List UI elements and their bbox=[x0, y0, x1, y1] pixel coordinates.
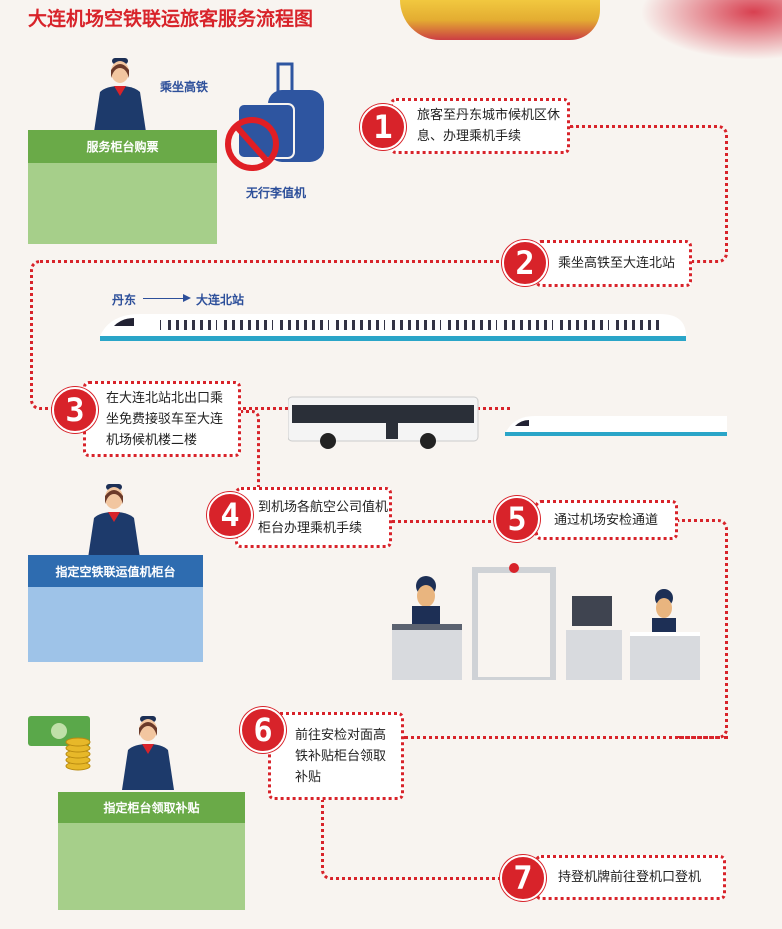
arrow-icon bbox=[143, 298, 185, 299]
high-speed-train bbox=[100, 314, 686, 341]
page-title: 大连机场空铁联运旅客服务流程图 bbox=[28, 8, 314, 30]
step-7-box: 持登机牌前往登机口登机 bbox=[535, 855, 726, 900]
checkin-counter-label: 指定空铁联运值机柜台 bbox=[28, 555, 203, 587]
connector bbox=[392, 520, 497, 523]
attendant-illustration bbox=[122, 716, 174, 790]
shuttle-bus bbox=[288, 396, 479, 449]
step-2-text: 乘坐高铁至大连北站 bbox=[558, 256, 676, 271]
step-3-text: 在大连北站北出口乘坐免费接驳车至大连机场候机楼二楼 bbox=[106, 390, 224, 448]
step-4-text: 到机场各航空公司值机柜台办理乘机手续 bbox=[258, 499, 389, 536]
step-3-box: 在大连北站北出口乘坐免费接驳车至大连机场候机楼二楼 bbox=[83, 381, 241, 457]
connector bbox=[240, 410, 260, 490]
cash-coins-icon bbox=[28, 716, 91, 771]
security-checkpoint-illustration bbox=[392, 563, 700, 680]
small-train bbox=[505, 416, 727, 436]
attendant-illustration bbox=[94, 58, 146, 132]
step-6-text: 前往安检对面高铁补贴柜台领取补贴 bbox=[295, 727, 387, 785]
connector bbox=[404, 736, 728, 739]
route-from: 丹东 bbox=[112, 293, 137, 307]
arrow-icon bbox=[183, 294, 191, 302]
decorative-brush bbox=[640, 0, 782, 60]
step-4-badge: 4 bbox=[207, 492, 253, 538]
connector bbox=[30, 260, 510, 410]
no-luggage-icon bbox=[225, 62, 324, 171]
attendant-illustration bbox=[88, 484, 140, 558]
take-train-label: 乘坐高铁 bbox=[160, 80, 209, 94]
ticket-counter-label: 服务柜台购票 bbox=[28, 130, 217, 163]
decorative-ribbon bbox=[400, 0, 600, 40]
step-5-text: 通过机场安检通道 bbox=[554, 512, 659, 528]
route-to: 大连北站 bbox=[196, 293, 245, 307]
step-2-badge: 2 bbox=[502, 240, 548, 286]
subsidy-counter-label: 指定柜台领取补贴 bbox=[58, 792, 245, 823]
step-3-badge: 3 bbox=[52, 387, 98, 433]
step-5-box: 通过机场安检通道 bbox=[535, 500, 678, 540]
no-luggage-label: 无行李值机 bbox=[246, 186, 307, 200]
step-1-text: 旅客至丹东城市候机区休息、办理乘机手续 bbox=[417, 108, 561, 144]
step-5-badge: 5 bbox=[494, 496, 540, 542]
step-4-box: 到机场各航空公司值机柜台办理乘机手续 bbox=[235, 487, 392, 548]
step-1-box: 旅客至丹东城市候机区休息、办理乘机手续 bbox=[390, 98, 570, 154]
step-6-box: 前往安检对面高铁补贴柜台领取补贴 bbox=[268, 712, 404, 800]
step-7-badge: 7 bbox=[500, 855, 546, 901]
step-6-badge: 6 bbox=[240, 707, 286, 753]
step-7-text: 持登机牌前往登机口登机 bbox=[558, 870, 702, 885]
connector bbox=[321, 798, 521, 880]
step-2-box: 乘坐高铁至大连北站 bbox=[535, 240, 692, 287]
step-1-badge: 1 bbox=[360, 104, 406, 150]
